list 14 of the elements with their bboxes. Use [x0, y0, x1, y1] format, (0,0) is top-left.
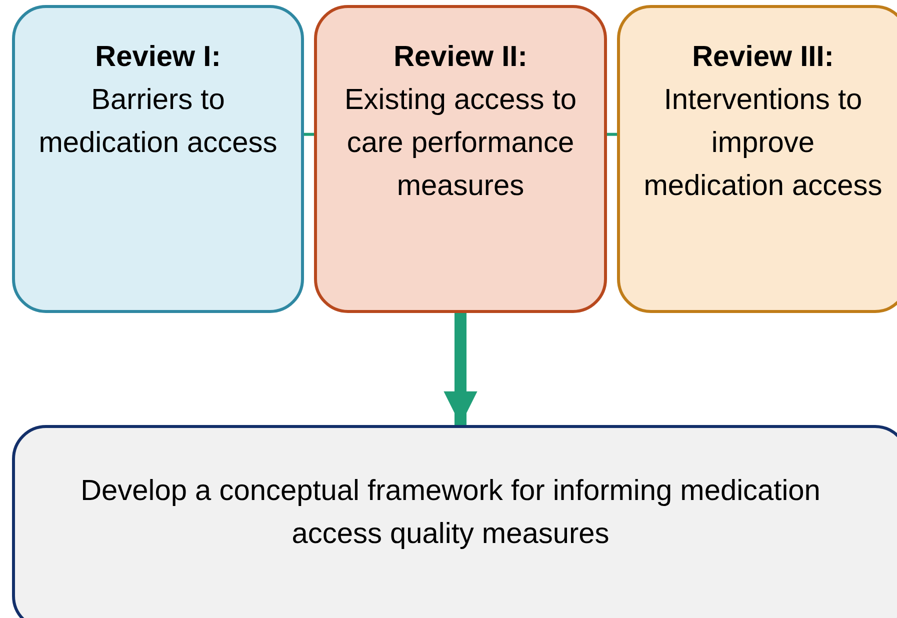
box-text: Barriers to medication access — [38, 83, 278, 161]
connector-line — [304, 132, 314, 136]
box-heading: Review II: — [394, 40, 528, 75]
process-box — [617, 5, 897, 313]
box-text: Interventions to improve medication access — [642, 83, 884, 204]
box-text: Existing access to care performance measures — [343, 83, 578, 204]
process-box — [314, 5, 607, 313]
box-text: Develop a conceptual framework for informing medication access quality measures — [80, 474, 822, 552]
box-heading: Review III: — [692, 40, 834, 75]
process-box — [12, 425, 897, 618]
arrow — [444, 313, 478, 425]
connector-line — [607, 132, 617, 136]
box-heading: Review I: — [95, 40, 221, 75]
process-box — [12, 5, 304, 313]
